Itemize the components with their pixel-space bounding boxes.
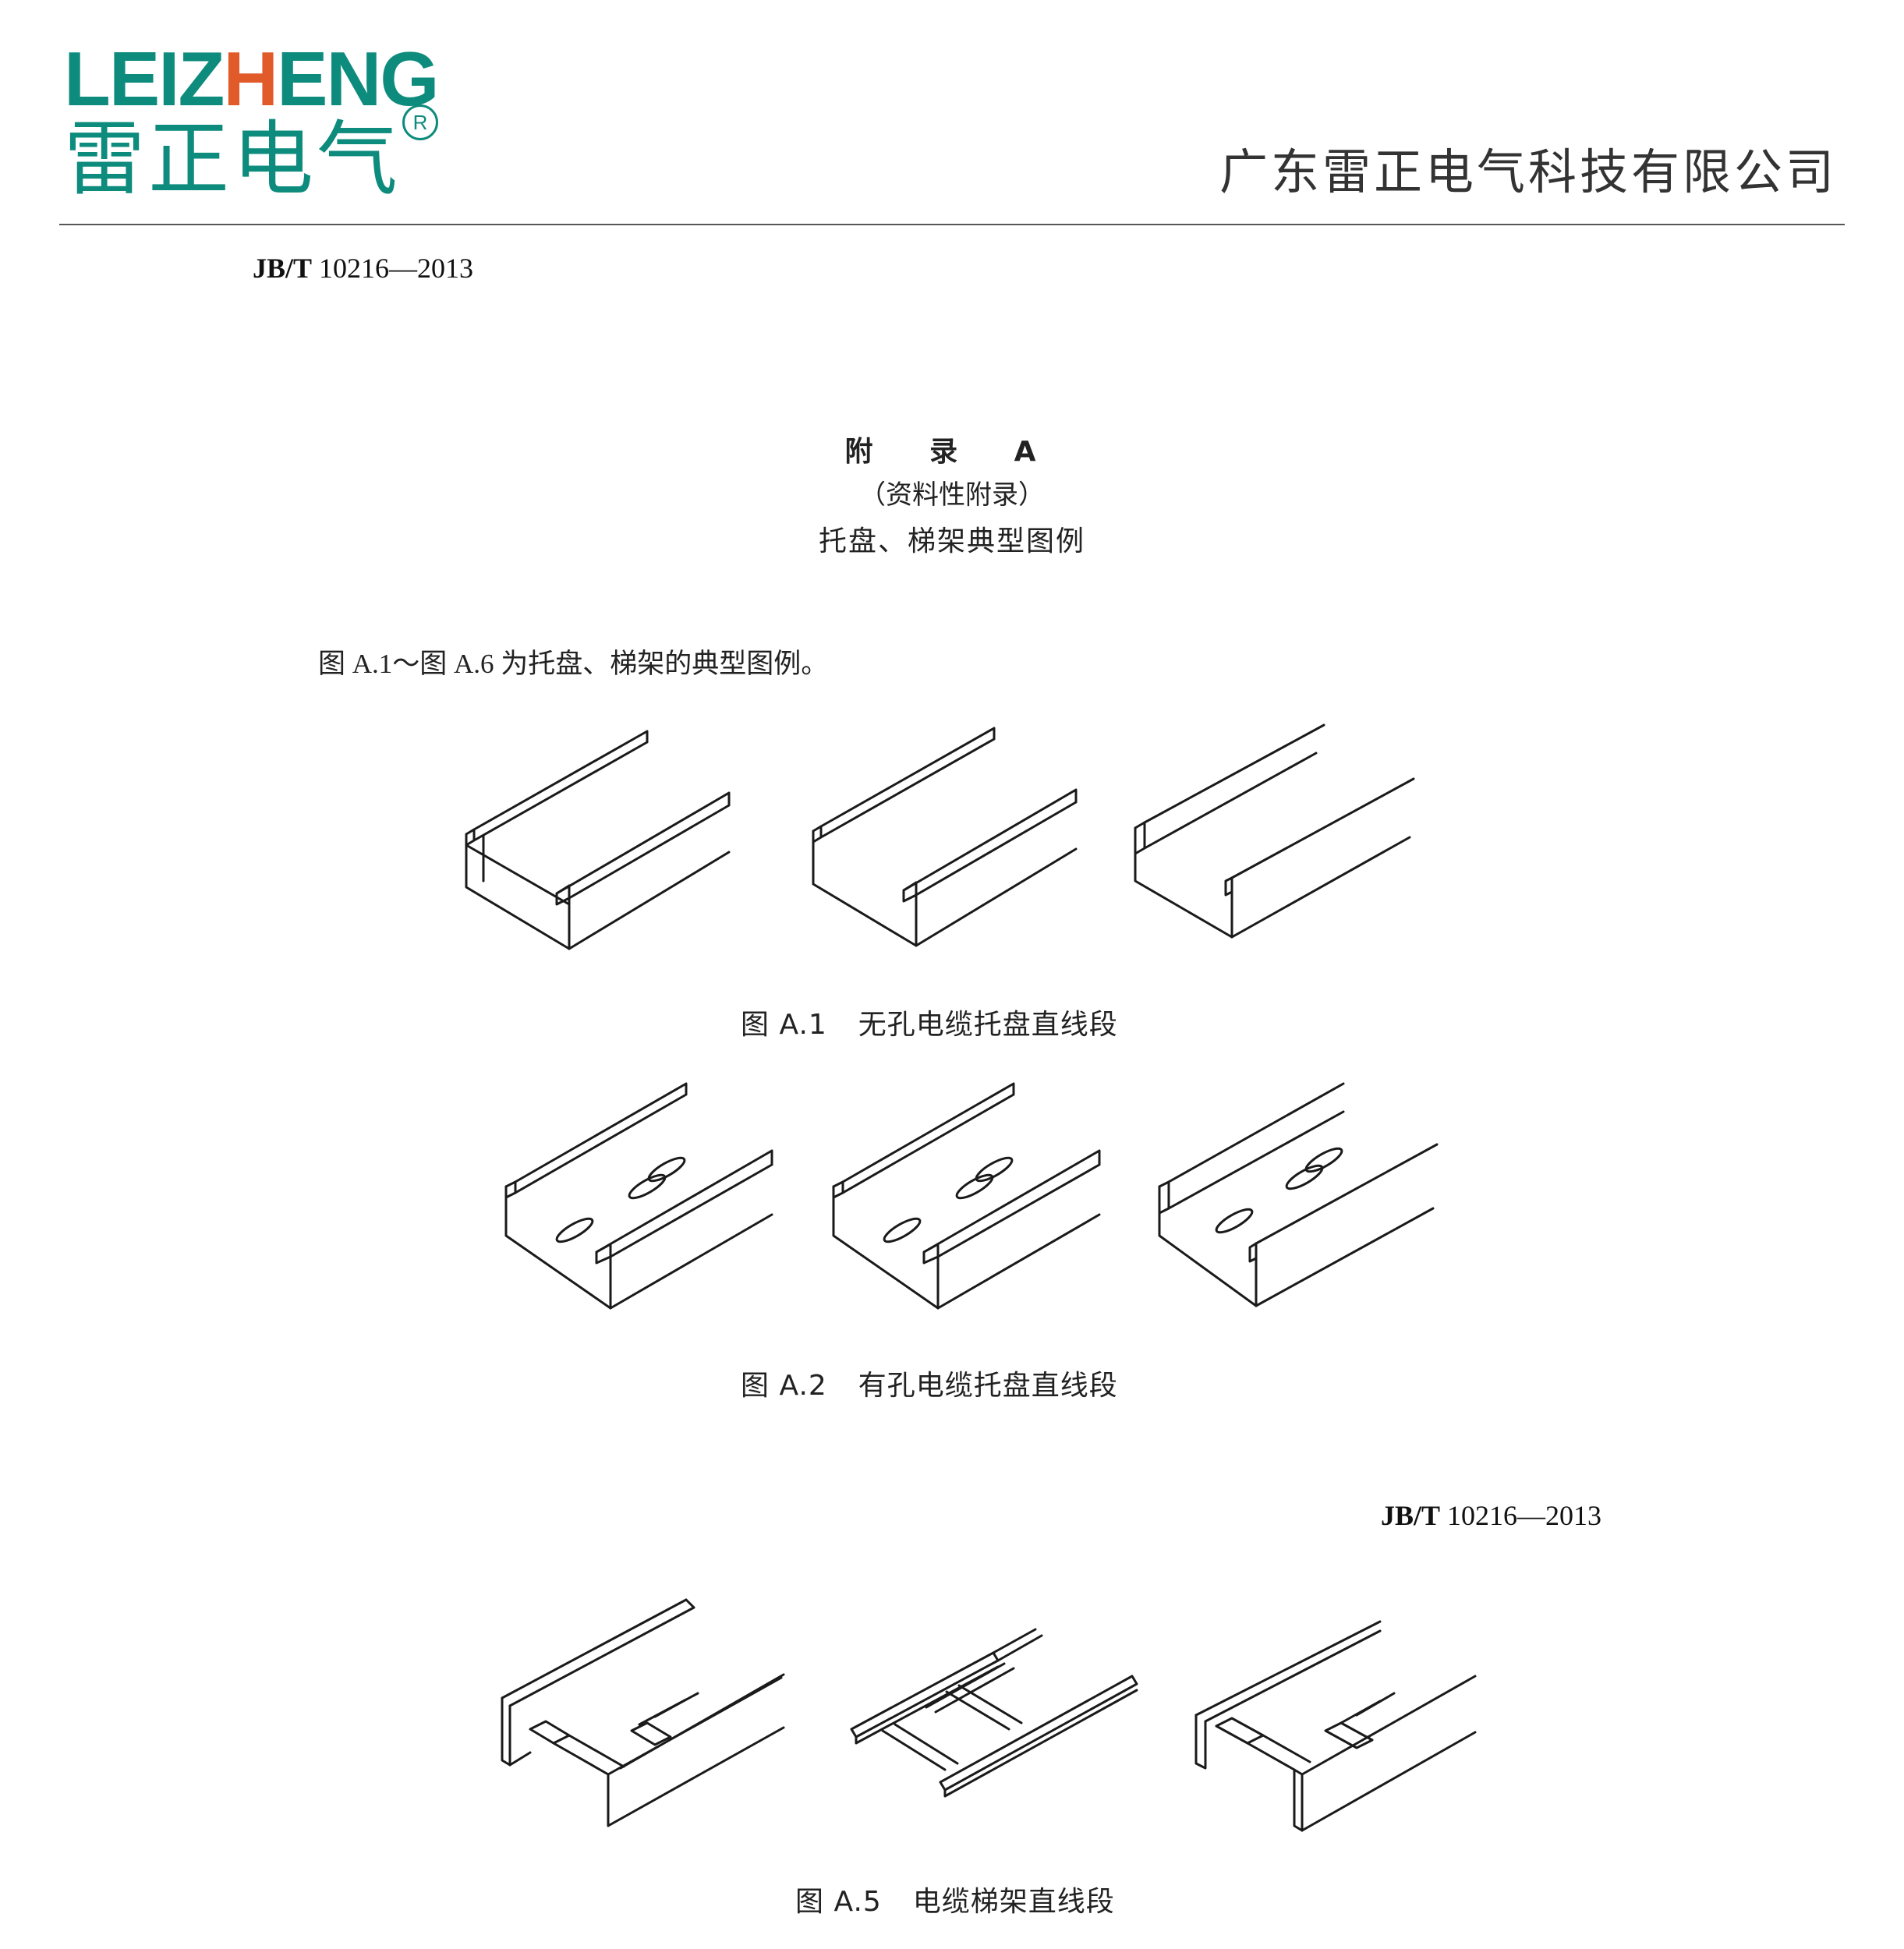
figure-a1-caption: 图 A.1 无孔电缆托盘直线段 [741, 1002, 1118, 1042]
standard-prefix: JB/T [253, 253, 313, 284]
figure-a5-number: 图 A.5 [795, 1886, 882, 1918]
figure-a1-number: 图 A.1 [741, 1009, 827, 1041]
figure-a2-caption: 图 A.2 有孔电缆托盘直线段 [741, 1363, 1118, 1403]
figure-a2-title: 有孔电缆托盘直线段 [858, 1370, 1118, 1402]
figure-a2-number: 图 A.2 [741, 1370, 827, 1402]
standard-code-middle: JB/T 10216—2013 [1381, 1502, 1601, 1530]
ladder-drawing-1 [501, 1598, 785, 1827]
standard-prefix-2: JB/T [1381, 1500, 1441, 1531]
figure-a2-illustration [504, 1082, 1439, 1310]
figure-a1-illustration [465, 723, 1415, 950]
registered-mark-icon: R [402, 104, 438, 140]
perforated-tray-drawing-2 [832, 1082, 1101, 1310]
logo-text-accent: H [223, 36, 278, 122]
appendix-heading: 托盘、梯架典型图例 [818, 525, 1085, 557]
standard-number-2: 10216—2013 [1447, 1500, 1602, 1531]
figure-a5-caption: 图 A.5 电缆梯架直线段 [795, 1879, 1115, 1919]
appendix-subtitle: （资料性附录） [859, 479, 1045, 511]
logo-text-part2: ENG [277, 36, 439, 122]
perforated-tray-drawing-3 [1158, 1082, 1439, 1307]
perforated-tray-drawing-1 [504, 1082, 773, 1310]
figure-a5-illustration [501, 1598, 1477, 1832]
intro-paragraph: 图 A.1～图 A.6 为托盘、梯架的典型图例。 [318, 649, 829, 679]
logo-text-part1: LEIZ [64, 36, 225, 122]
figure-a5-title: 电缆梯架直线段 [912, 1886, 1115, 1918]
standard-number: 10216—2013 [319, 253, 474, 284]
company-logo-chinese: 雷正电气 [64, 111, 402, 207]
ladder-drawing-2 [850, 1628, 1138, 1798]
ladder-drawing-3 [1194, 1620, 1477, 1832]
standard-code-top: JB/T 10216—2013 [253, 254, 473, 282]
company-name: 广东雷正电气科技有限公司 [1219, 143, 1837, 200]
company-logo-english: LEIZHENG [64, 41, 439, 117]
header-divider [59, 224, 1845, 225]
solid-tray-drawing-2 [812, 727, 1078, 947]
appendix-title: 附 录 A [844, 436, 1060, 468]
figure-a1-title: 无孔电缆托盘直线段 [858, 1009, 1118, 1041]
solid-tray-drawing-1 [465, 730, 731, 950]
solid-tray-drawing-3 [1134, 723, 1415, 939]
